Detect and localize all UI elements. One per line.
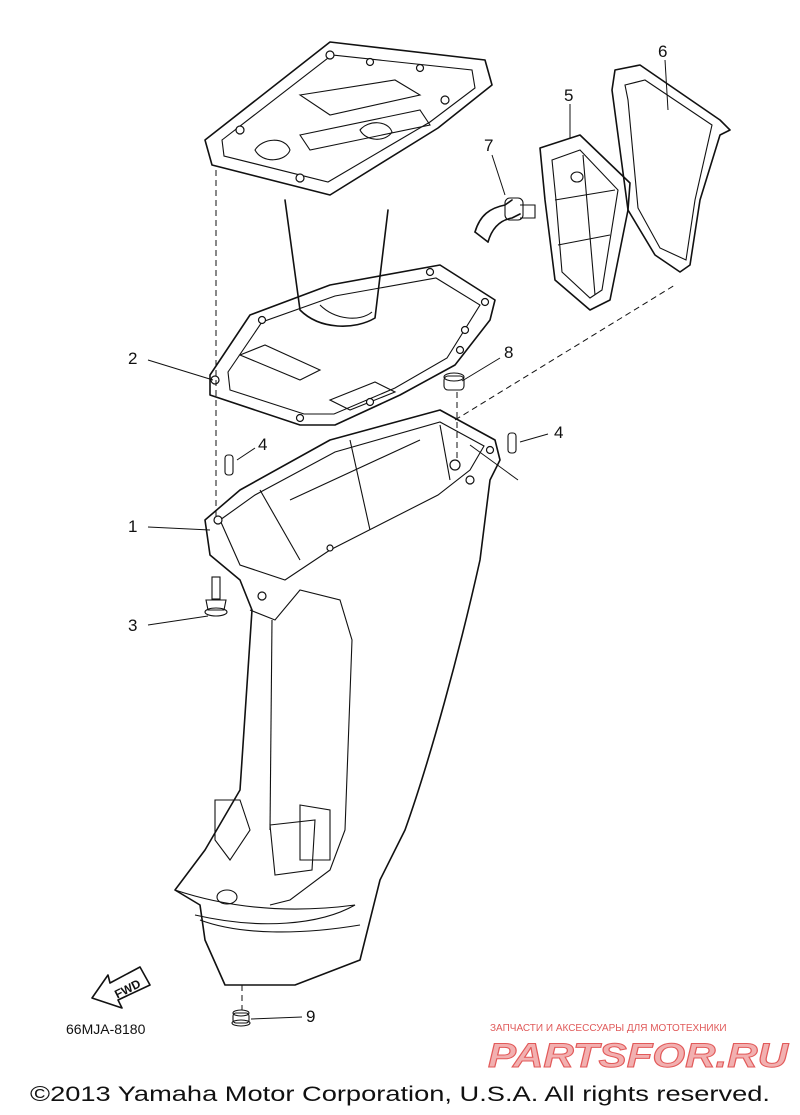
callout-6: 6 bbox=[658, 42, 667, 61]
copyright-notice: ©2013 Yamaha Motor Corporation, U.S.A. A… bbox=[30, 1083, 770, 1106]
callout-5: 5 bbox=[564, 86, 573, 105]
seal-ring-part bbox=[611, 64, 731, 273]
diagram-code: 66MJA-8180 bbox=[66, 1021, 146, 1037]
upper-casing-main-part bbox=[174, 409, 501, 986]
hose-part bbox=[474, 197, 536, 243]
callout-1: 1 bbox=[128, 517, 137, 536]
bolt-washer-part bbox=[204, 576, 228, 617]
grille-frame-part bbox=[539, 134, 631, 311]
watermark-tagline: ЗАПЧАСТИ И АКСЕССУАРЫ ДЛЯ МОТОТЕХНИКИ bbox=[490, 1023, 727, 1034]
callout-2: 2 bbox=[128, 349, 137, 368]
callout-9: 9 bbox=[306, 1007, 315, 1026]
bottom-bolt-part bbox=[231, 1009, 251, 1027]
callout-4-right: 4 bbox=[554, 423, 563, 442]
grommet-part bbox=[443, 372, 465, 391]
gasket-part bbox=[209, 264, 496, 426]
upper-casing-part bbox=[204, 41, 493, 327]
dowel-pin-right bbox=[507, 432, 517, 454]
callout-4-left: 4 bbox=[258, 435, 267, 454]
callout-7: 7 bbox=[484, 136, 493, 155]
leader-lines bbox=[147, 59, 676, 1020]
callout-8: 8 bbox=[504, 343, 513, 362]
watermark-brand: PARTSFOR.RU bbox=[488, 1037, 790, 1075]
callout-3: 3 bbox=[128, 616, 137, 635]
fwd-arrow-icon: FWD bbox=[91, 966, 151, 1009]
dowel-pin-left bbox=[224, 454, 234, 476]
